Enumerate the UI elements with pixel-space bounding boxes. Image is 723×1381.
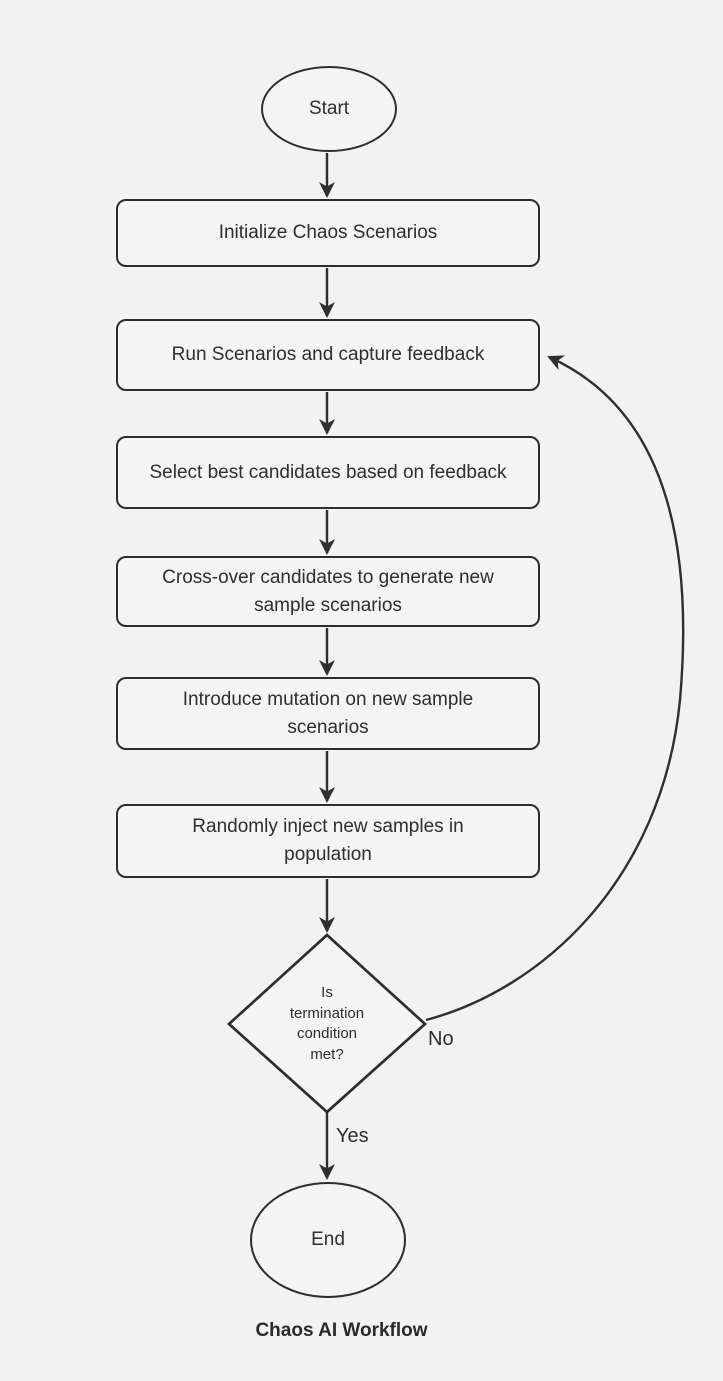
node-end-label: End <box>311 1229 345 1250</box>
node-start-label: Start <box>308 98 350 119</box>
decision-diamond-shape <box>226 933 428 1114</box>
edge-label-no: No <box>428 1028 454 1050</box>
decision-label-line-2: termination <box>289 1004 365 1022</box>
node-inject-label: Randomly inject new samples in populatio… <box>192 816 464 865</box>
node-start: Start <box>261 66 397 152</box>
decision-label-line-1: Is <box>321 984 333 1001</box>
decision-diamond-label: Is termination condition met? <box>267 983 387 1065</box>
node-initialize-label: Initialize Chaos Scenarios <box>218 222 438 243</box>
node-select-candidates: Select best candidates based on feedback <box>116 436 540 509</box>
edge-label-yes: Yes <box>336 1125 369 1147</box>
diagram-title: Chaos AI Workflow <box>255 1320 428 1341</box>
node-mutate-label: Introduce mutation on new sample scenari… <box>182 688 474 738</box>
node-end: End <box>250 1182 406 1298</box>
edge-decision-run-no <box>425 355 685 1022</box>
decision-label-line-3: condition <box>296 1025 358 1042</box>
node-introduce-mutation: Introduce mutation on new sample scenari… <box>116 677 540 750</box>
node-crossover-candidates: Cross-over candidates to generate new sa… <box>116 556 540 627</box>
node-randomly-inject: Randomly inject new samples in populatio… <box>116 804 540 878</box>
node-initialize-chaos-scenarios: Initialize Chaos Scenarios <box>116 199 540 267</box>
node-run-label: Run Scenarios and capture feedback <box>171 344 485 365</box>
decision-label-line-4: met? <box>310 1045 344 1063</box>
node-crossover-label: Cross-over candidates to generate new sa… <box>162 566 494 616</box>
node-select-label: Select best candidates based on feedback <box>149 461 507 483</box>
node-run-scenarios: Run Scenarios and capture feedback <box>116 319 540 391</box>
